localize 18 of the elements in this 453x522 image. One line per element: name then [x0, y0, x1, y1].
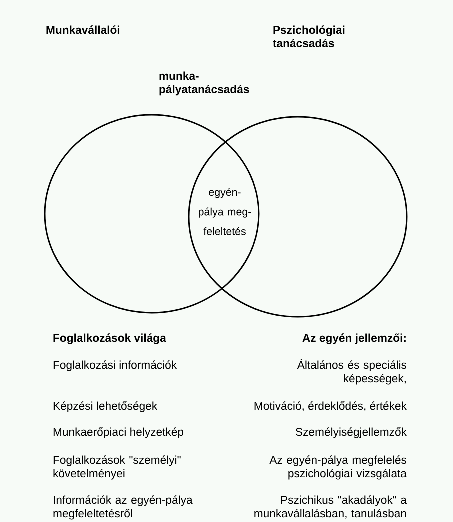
column-heading: Az egyén jellemzői:	[302, 334, 406, 344]
column-heading: Foglalkozások világa	[54, 334, 166, 344]
list-item: Az egyén-pálya megfelelés pszichológiai vizsgálata	[270, 456, 407, 480]
list-item: Személyiségjellemzők	[296, 428, 407, 438]
list-item: Információk az egyén-pálya megfeleltetésről	[54, 496, 193, 520]
list-item: Általános és speciális képességek,	[297, 359, 407, 385]
list-item: Képzési lehetőségek	[54, 402, 158, 412]
venn-circle	[44, 114, 260, 314]
circle-title: Pszichológiai tanácsadás	[273, 26, 345, 48]
list-item: Motiváció, érdeklődés, értékek	[254, 402, 407, 412]
list-item: Foglalkozások "személyi" követelményei	[54, 456, 181, 480]
overlap-label: egyén- pálya meg- feleltetés	[199, 188, 252, 236]
list-item: Munkaerőpiaci helyzetkép	[54, 428, 184, 438]
circle-title: Munkavállalói	[46, 26, 120, 34]
circle-title: munka- pályatanácsadás	[160, 72, 250, 96]
list-item: Pszichikus "akadályok" a munkavállalásban, tanulásban	[254, 496, 407, 519]
venn-circle	[188, 116, 408, 318]
list-item: Foglalkozási információk	[54, 360, 178, 372]
